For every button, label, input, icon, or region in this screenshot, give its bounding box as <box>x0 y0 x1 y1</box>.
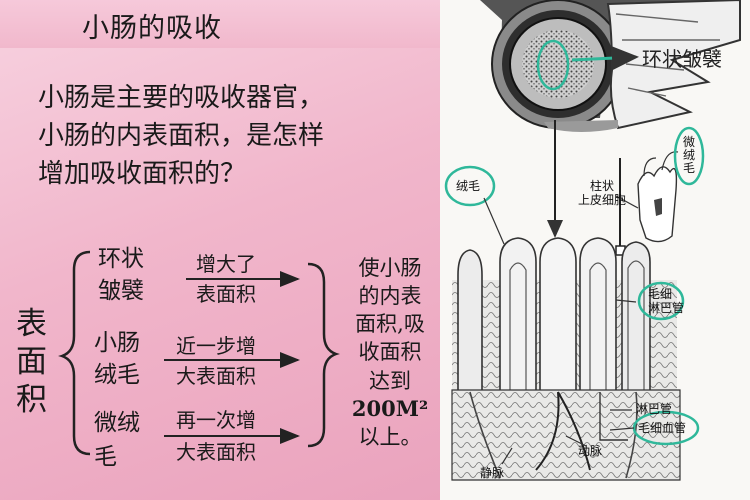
structure-1-line-2: 皱襞 <box>98 278 144 304</box>
effect-1-line-1: 增大了 <box>196 252 256 276</box>
vein-leader <box>501 447 513 465</box>
effect-3-line-1: 再一次增 <box>176 408 256 432</box>
structure-1-line-1: 环状 <box>98 246 144 272</box>
right-brace <box>307 262 340 448</box>
label-columnar-epithelium: 柱状 上皮细胞 <box>578 179 627 208</box>
label-capillary-lymph-2: 淋巴管 <box>648 300 685 315</box>
left-brace <box>58 250 91 456</box>
label-lymph-vessel: 淋巴管 <box>636 402 673 416</box>
question-line-1: 小肠是主要的吸收器官， <box>38 83 325 113</box>
surface-label-char-1: 表 <box>16 306 47 342</box>
label-blood-capillary: 毛细血管 <box>638 421 687 435</box>
label-epithelium-2: 上皮细胞 <box>578 192 627 207</box>
result-line-3: 面积,吸 <box>355 312 425 337</box>
label-microvilli-2: 绒 <box>683 148 696 163</box>
structure-2-line-1: 小肠 <box>94 330 140 356</box>
structure-2-line-2: 绒毛 <box>94 362 140 388</box>
intestine-illustration <box>444 0 741 481</box>
columnar-cell-sketch <box>637 151 679 243</box>
label-villi: 绒毛 <box>456 179 481 193</box>
villi-label-ring <box>444 165 496 207</box>
anatomy-diagram-panel: 环状皱襞 绒毛 微 绒 毛 柱状 上皮细胞 毛细 淋巴管 淋巴管 毛细血管 动脉… <box>440 0 750 500</box>
bracket-and-arrows <box>58 250 340 456</box>
title-bar <box>0 0 440 48</box>
villi-leader <box>483 197 505 245</box>
structure-3-line-1: 微绒 <box>94 410 140 436</box>
question-line-3: 增加吸收面积的？ <box>38 159 247 189</box>
question-line-2: 小肠的内表面积，是怎样 <box>38 121 325 151</box>
result-line-2: 的内表 <box>358 284 422 309</box>
epithelium-leader <box>615 195 639 209</box>
structure-3-line-2: 毛 <box>94 444 117 470</box>
label-capillary-lymph-1: 毛细 <box>648 287 673 301</box>
circular-fold-pointer <box>571 46 639 71</box>
artery-leader <box>565 435 587 447</box>
label-circular-folds: 环状皱襞 <box>642 47 722 71</box>
result-text: 使小肠 的内表 面积,吸 收面积 达到 200M² 以上。 <box>344 254 436 451</box>
result-line-7: 以上。 <box>358 424 422 449</box>
surface-label-char-3: 积 <box>16 382 47 418</box>
result-line-5: 达到 <box>369 368 411 393</box>
capillary-lymph-leader <box>615 299 637 303</box>
label-microvilli: 微 绒 毛 <box>683 135 696 176</box>
circular-fold-highlight <box>536 39 570 91</box>
villi-illustration <box>451 237 681 481</box>
result-line-1: 使小肠 <box>358 256 422 280</box>
label-microvilli-1: 微 <box>683 135 696 149</box>
effect-1-line-2: 表面积 <box>196 282 256 306</box>
label-vein: 静脉 <box>480 466 505 480</box>
capillary-lymph-label-ring <box>637 281 685 321</box>
effect-2-line-1: 近一步增 <box>176 334 256 358</box>
microvilli-label-ring <box>673 126 705 186</box>
label-artery: 动脉 <box>578 444 603 458</box>
blood-capillary-leader <box>609 427 635 431</box>
slide-text-panel: 小肠的吸收 小肠是主要的吸收器官， 小肠的内表面积，是怎样 增加吸收面积的？ 表… <box>0 0 440 500</box>
effect-2-line-2: 大表面积 <box>176 364 256 388</box>
surface-label-char-2: 面 <box>16 344 47 380</box>
label-capillary-lymph: 毛细 淋巴管 <box>648 287 685 316</box>
effect-3-line-2: 大表面积 <box>176 440 256 464</box>
label-epithelium-1: 柱状 <box>590 179 615 193</box>
label-microvilli-3: 毛 <box>683 161 696 176</box>
result-line-4: 收面积 <box>358 340 422 365</box>
slide-title: 小肠的吸收 <box>82 13 222 44</box>
result-line-6: 200M² <box>351 395 429 421</box>
